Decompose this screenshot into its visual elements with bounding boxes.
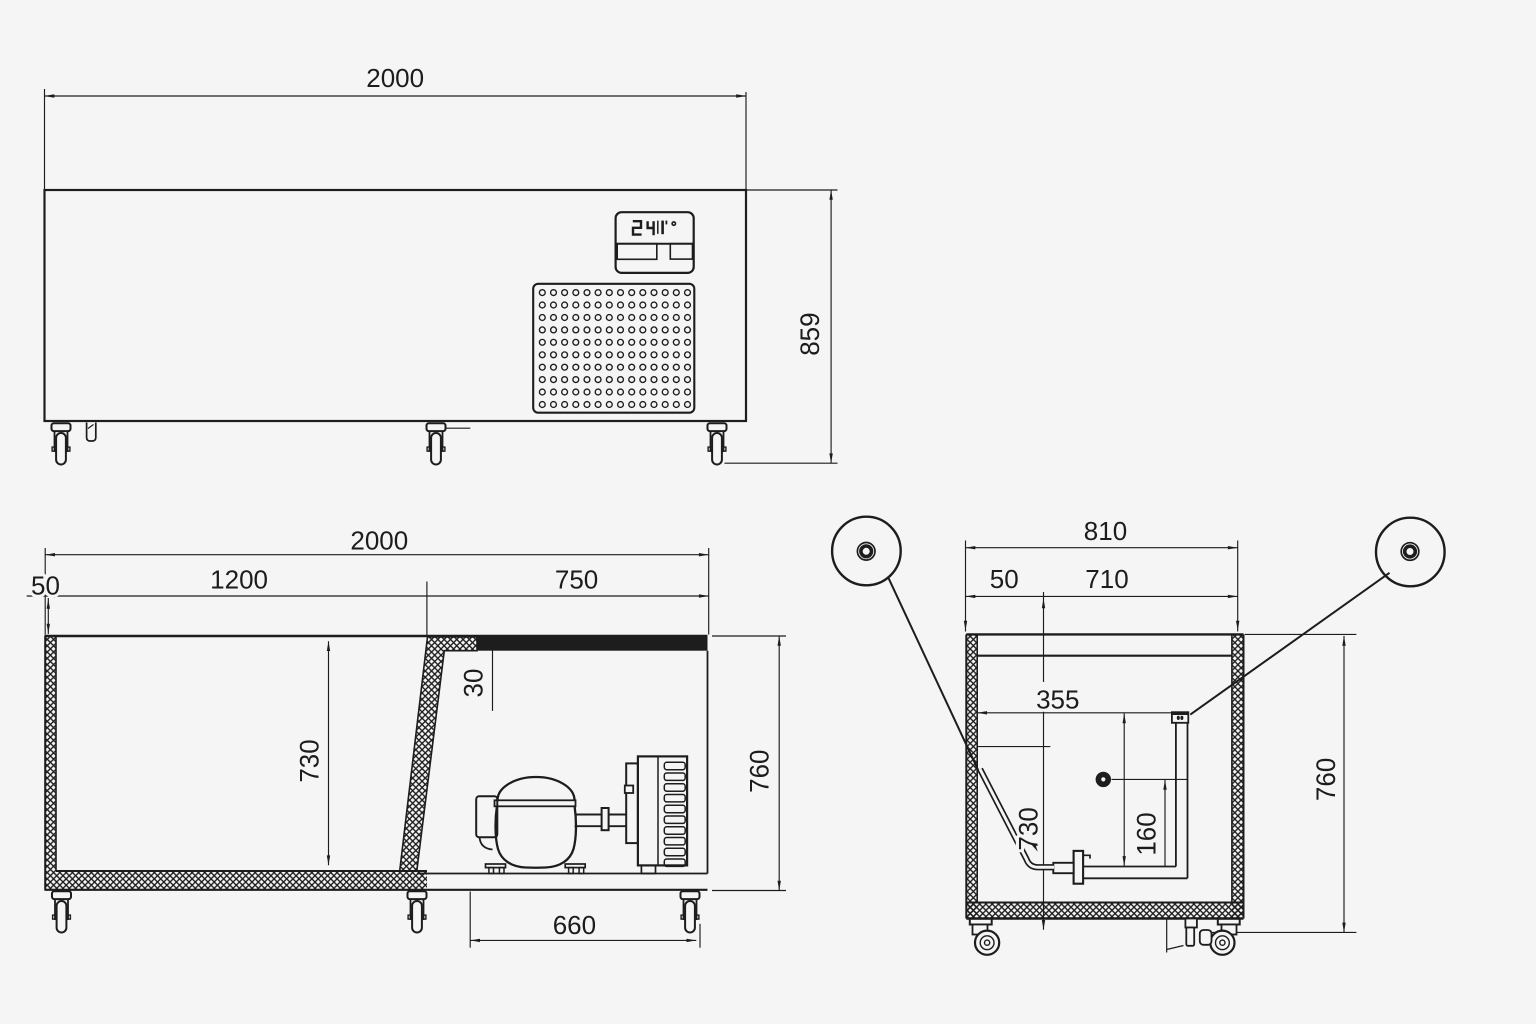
- svg-text:750: 750: [555, 565, 598, 595]
- svg-text:2000: 2000: [350, 526, 408, 556]
- svg-text:160: 160: [1131, 812, 1162, 855]
- svg-text:660: 660: [553, 910, 596, 940]
- svg-text:2000: 2000: [366, 63, 424, 93]
- svg-text:859: 859: [794, 312, 825, 355]
- svg-text:50: 50: [990, 564, 1019, 594]
- svg-text:760: 760: [744, 750, 775, 793]
- svg-text:710: 710: [1085, 564, 1128, 594]
- svg-text:810: 810: [1084, 516, 1127, 546]
- svg-text:50: 50: [31, 571, 60, 601]
- svg-text:760: 760: [1310, 758, 1341, 801]
- svg-text:1200: 1200: [210, 565, 268, 595]
- svg-text:30: 30: [458, 669, 489, 698]
- svg-text:730: 730: [294, 739, 325, 782]
- svg-text:355: 355: [1036, 684, 1079, 714]
- svg-text:730: 730: [1013, 807, 1044, 850]
